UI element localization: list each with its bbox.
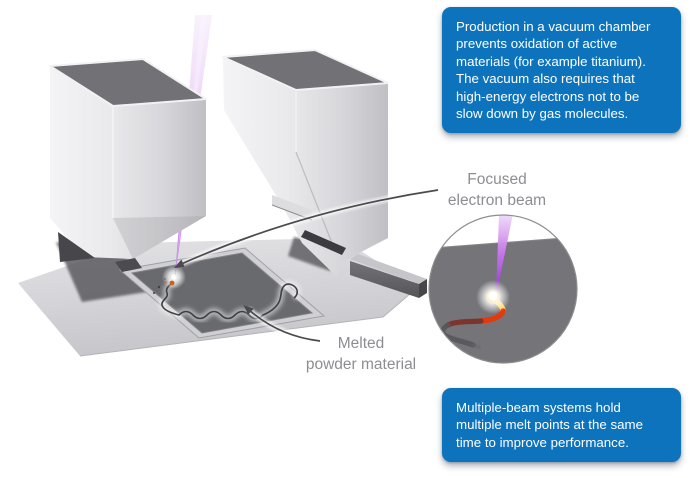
info-text-line: multiple melt points at the same: [456, 417, 643, 433]
magnified-melt-view: [428, 214, 578, 364]
powder-hopper-right: [222, 49, 389, 277]
label-focused-line2: electron beam: [447, 192, 547, 209]
label-melted-line1: Melted: [337, 335, 385, 352]
melt-point: [162, 265, 186, 289]
info-box-vacuum-chamber: Production in a vacuum chamber prevents …: [442, 7, 681, 134]
info-text-line: prevents oxidation of active: [456, 36, 618, 52]
recoater-bar: [350, 254, 427, 298]
label-melted-line2: powder material: [305, 356, 417, 373]
arrow-melted-powder: [243, 305, 321, 344]
info-text-line: high-energy electrons not to be: [456, 88, 640, 104]
info-text-line: materials (for example titanium).: [456, 53, 646, 69]
inset-electron-beam: [496, 215, 513, 296]
label-melted-powder-material: Melted powder material: [284, 333, 438, 375]
info-box-multiple-beam: Multiple-beam systems hold multiple melt…: [442, 388, 681, 463]
info-text-line: Multiple-beam systems hold: [456, 400, 621, 415]
info-text-line: time to improve performance.: [456, 434, 629, 450]
label-focused-electron-beam: Focused electron beam: [420, 169, 574, 211]
melt-track: [153, 278, 301, 322]
arrow-focused-beam: [174, 187, 439, 268]
powder-hopper-left: [49, 58, 207, 272]
info-text-line: Production in a vacuum chamber: [456, 19, 651, 34]
info-text-line: slow down by gas molecules.: [456, 106, 629, 122]
info-text-line: The vacuum also requires that: [456, 71, 635, 87]
label-focused-line1: Focused: [467, 171, 527, 188]
